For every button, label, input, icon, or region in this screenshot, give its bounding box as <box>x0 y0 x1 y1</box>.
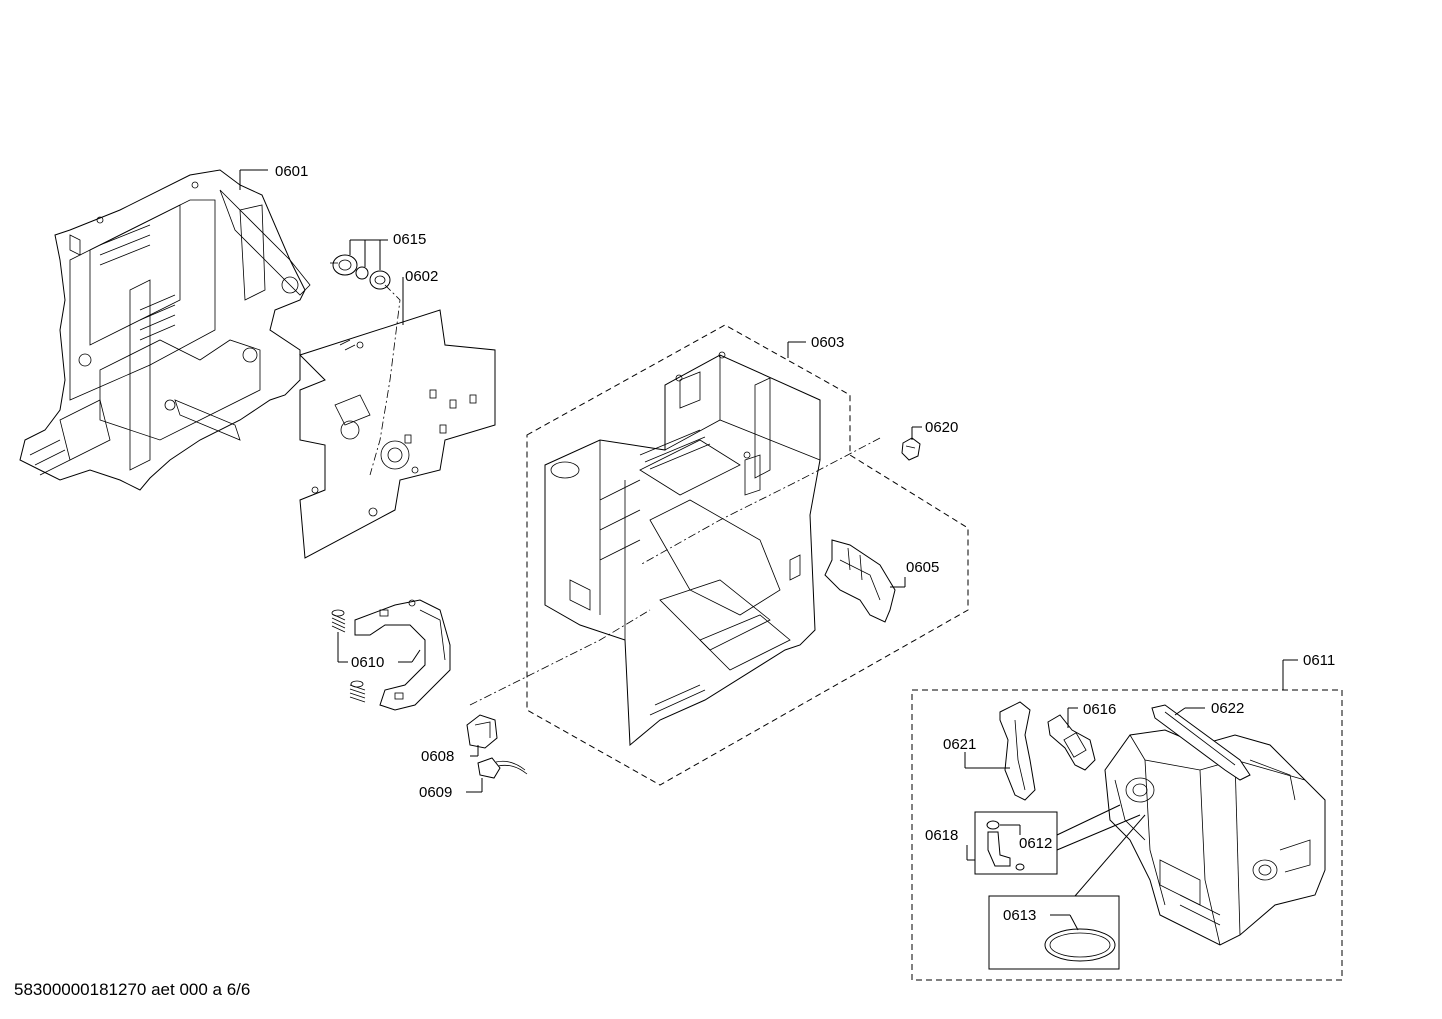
label-0610: 0610 <box>351 654 384 671</box>
assembly-axis-0615-0602 <box>369 284 401 476</box>
part-0610-spring-bottom <box>349 680 366 703</box>
label-0608: 0608 <box>421 748 454 765</box>
label-0613: 0613 <box>1003 907 1036 924</box>
leader-0601: 0601 <box>239 163 308 190</box>
label-0605: 0605 <box>906 559 939 576</box>
part-0602-board <box>299 309 496 559</box>
leader-0612: 0612 <box>1000 804 1141 852</box>
document-footer-code: 58300000181270 aet 000 a 6/6 <box>14 980 251 999</box>
part-0615-knob <box>330 254 391 290</box>
leader-0618: 0618 <box>925 827 975 861</box>
leader-0621: 0621 <box>943 736 1010 769</box>
part-0618-inset <box>974 811 1058 875</box>
assembly-axis-0608 <box>469 609 651 706</box>
label-0620: 0620 <box>925 419 958 436</box>
leader-0610: 0610 <box>337 632 421 671</box>
part-0601-frame <box>19 169 311 491</box>
leader-0613: 0613 <box>1003 814 1146 931</box>
part-0610-lever <box>354 599 451 711</box>
part-0610-spring-top <box>331 609 346 633</box>
leader-0609: 0609 <box>419 778 483 801</box>
label-0601: 0601 <box>275 163 308 180</box>
label-0622: 0622 <box>1211 700 1244 717</box>
part-0613-inset <box>988 895 1120 970</box>
leader-0602: 0602 <box>402 268 438 325</box>
part-0622-plate <box>1151 704 1251 781</box>
leader-0620: 0620 <box>911 419 958 440</box>
label-0611: 0611 <box>1303 652 1335 669</box>
label-0621: 0621 <box>943 736 976 753</box>
label-0602: 0602 <box>405 268 438 285</box>
label-0616: 0616 <box>1083 701 1116 718</box>
part-0608-switch <box>466 714 498 749</box>
leader-0616: 0616 <box>1067 701 1116 728</box>
label-0618: 0618 <box>925 827 958 844</box>
leader-0608: 0608 <box>421 745 479 765</box>
part-0621-arm <box>999 701 1036 801</box>
leader-0622: 0622 <box>1174 700 1244 717</box>
leader-0603: 0603 <box>787 334 844 358</box>
leader-0605: 0605 <box>890 559 939 588</box>
assembly-axis-0620 <box>639 437 881 566</box>
part-0611-assembly-box <box>911 689 1343 981</box>
label-0612: 0612 <box>1019 835 1052 852</box>
leader-0615: 0615 <box>349 231 426 270</box>
part-0609-sensor <box>477 757 528 779</box>
part-0603-housing <box>526 324 969 786</box>
label-0609: 0609 <box>419 784 452 801</box>
part-0616-valve <box>1047 714 1096 771</box>
label-0615: 0615 <box>393 231 426 248</box>
part-0620-clip <box>901 437 921 461</box>
label-0603: 0603 <box>811 334 844 351</box>
leader-0611: 0611 <box>1282 652 1335 690</box>
part-0605-bracket <box>824 539 896 623</box>
